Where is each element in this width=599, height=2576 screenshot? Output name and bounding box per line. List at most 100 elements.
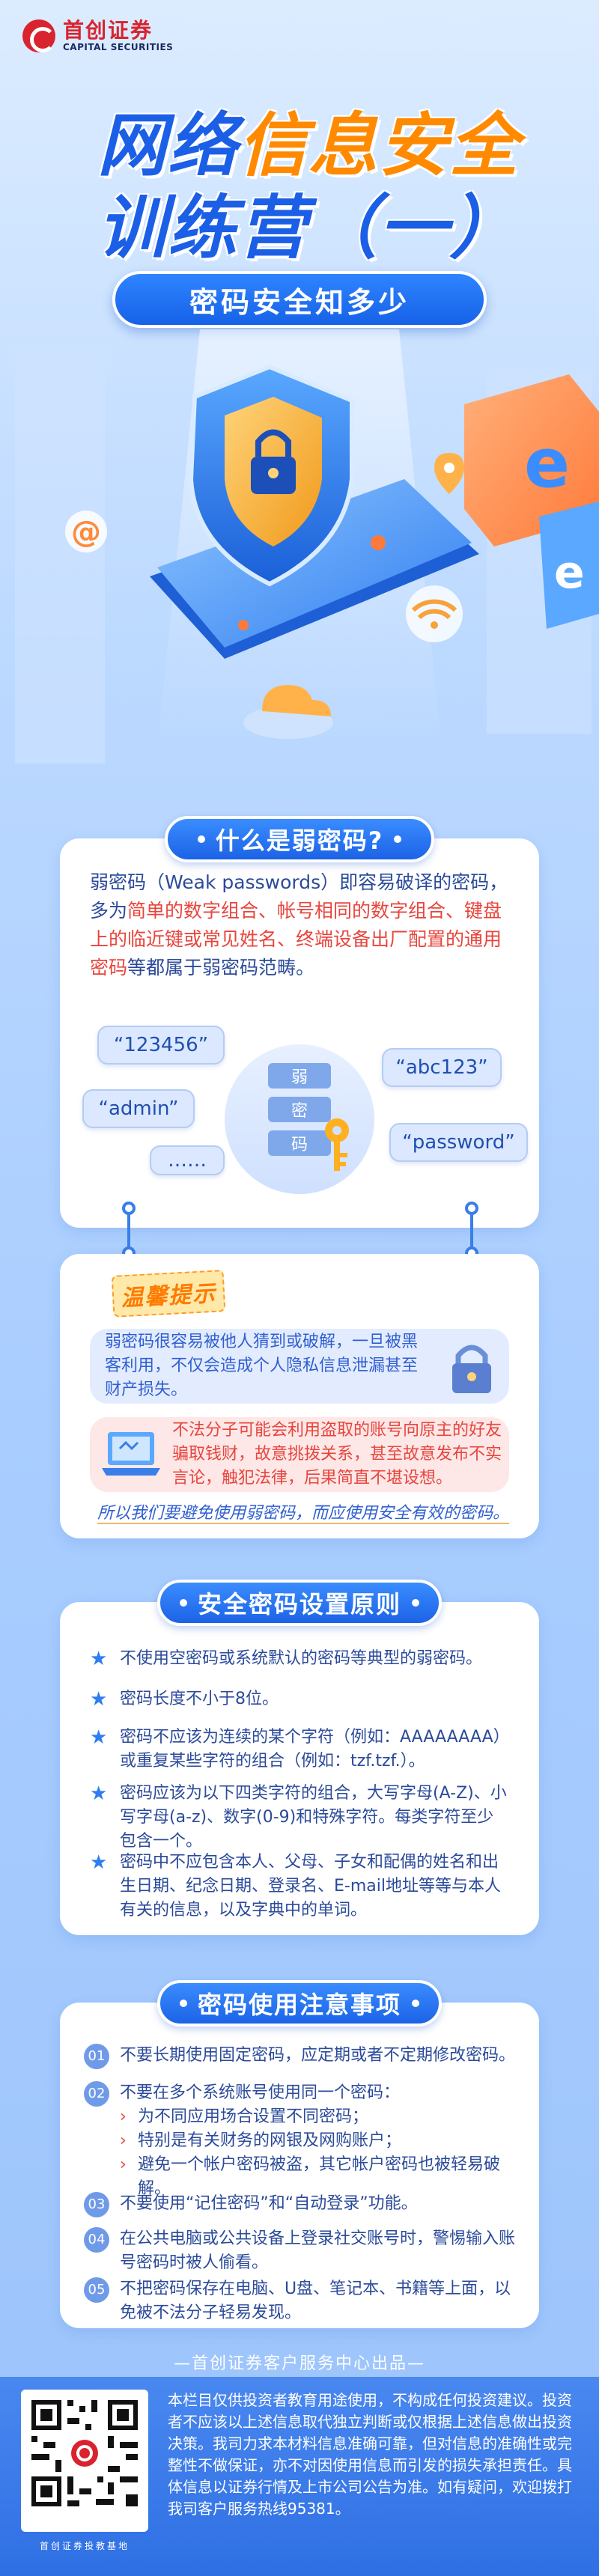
svg-text:e: e [554, 546, 585, 599]
weak-password-definition: 弱密码（Weak passwords）即容易破译的密码，多为简单的数字组合、帐号… [90, 868, 517, 982]
decor-ball [238, 620, 249, 630]
badge-label: 什么是弱密码? [215, 826, 384, 855]
title-network: 网络 [97, 106, 239, 186]
star-icon: ★ [90, 1688, 108, 1711]
tip-box-fraud: 不法分子可能会利用盗取的账号向原主的好友骗取钱财，故意挑拨关系，甚至故意发布不实… [90, 1417, 509, 1492]
tips-conclusion: 所以我们要避免使用弱密码，而应使用安全有效的密码。 [97, 1504, 510, 1523]
badge-label: 安全密码设置原则 [197, 1590, 401, 1619]
qr-code [21, 2390, 148, 2532]
tip-text: 不法分子可能会利用盗取的账号向原主的好友骗取钱财，故意挑拨关系，甚至故意发布不实… [172, 1421, 502, 1488]
principle-text: 密码中不应包含本人、父母、子女和配偶的姓名和出生日期、纪念日期、登录名、E-ma… [120, 1853, 501, 1919]
hero-illustration: e e @ [15, 344, 599, 764]
center-tag: 密 [268, 1097, 331, 1122]
card-connector [127, 1207, 130, 1252]
principle-item: ★ 密码不应该为连续的某个字符（例如：AAAAAAAA）或重复某些字符的组合（例如… [90, 1726, 509, 1773]
usage-note-item: 04 在公共电脑或公共设备上登录社交账号时，警惕输入账号密码时被人偷看。 [84, 2227, 518, 2275]
note-sub-item: › 避免一个帐户密码被盗，其它帐户密码也被轻易破解。 [120, 2153, 518, 2201]
note-text: 不要在多个系统账号使用同一个密码： [120, 2083, 401, 2102]
qr-code-label: 首创证券投教基地 [39, 2541, 130, 2551]
brand-name-en: CAPITAL SECURITIES [63, 42, 174, 52]
section-badge-weak-password: 什么是弱密码? [165, 816, 434, 862]
wifi-icon [406, 585, 463, 642]
usage-note-item: 02 不要在多个系统账号使用同一个密码： › 为不同应用场合设置不同密码； › 特别… [84, 2081, 518, 2201]
note-sub-text: 特别是有关财务的网银及网购账户； [138, 2131, 402, 2150]
usage-note-item: 03 不要使用“记住密码”和“自动登录”功能。 [84, 2192, 518, 2217]
star-icon: ★ [90, 1851, 108, 1874]
svg-text:e: e [524, 424, 570, 503]
svg-text:@: @ [71, 515, 101, 549]
badge-dot [179, 2000, 187, 2007]
section-badge-principles: 安全密码设置原则 [157, 1580, 442, 1626]
tip-text: 弱密码很容易被他人猜到或破解，一旦被黑客利用，不仅会造成个人隐私信息泄漏甚至财产… [105, 1333, 419, 1399]
page-title-line1: 网络信息安全 [97, 105, 562, 187]
cloud-icon [243, 685, 333, 739]
principle-item: ★ 密码应该为以下四类字符的组合，大写字母(A-Z)、小写字母(a-z)、数字(0… [90, 1782, 509, 1854]
brand-logo-icon [22, 19, 55, 52]
note-text: 不要使用“记住密码”和“自动登录”功能。 [120, 2194, 418, 2213]
note-sub-text: 避免一个帐户密码被盗，其它帐户密码也被轻易破解。 [138, 2155, 501, 2198]
usage-notes-card [60, 2003, 539, 2328]
note-number-badge: 04 [84, 2227, 109, 2253]
note-number-badge: 02 [84, 2081, 109, 2107]
definition-part: 弱密码（Weak passwords）即容易破译的密码，多为 [90, 871, 508, 922]
note-sub-text: 为不同应用场合设置不同密码； [138, 2107, 369, 2126]
definition-part: 等都属于弱密码范畴。 [127, 957, 315, 978]
badge-dot [197, 835, 205, 843]
badge-dot [412, 2000, 419, 2007]
phone-graphic [150, 479, 479, 659]
note-text: 不要长期使用固定密码，应定期或者不定期修改密码。 [120, 2046, 516, 2065]
note-sub-item: › 特别是有关财务的网银及网购账户； [120, 2129, 518, 2153]
note-text: 不把密码保存在电脑、U盘、笔记本、书籍等上面，以免被不法分子轻易发现。 [120, 2280, 511, 2322]
definition-highlight: 简单的数字组合、帐号相同的数字组合、键盘上的临近键或常见姓名、终端设备出厂配置的… [90, 900, 502, 978]
note-text: 在公共电脑或公共设备上登录社交账号时，警惕输入账号密码时被人偷看。 [120, 2229, 516, 2272]
laptop-icon [102, 1432, 160, 1476]
weak-password-example: “abc123” [382, 1048, 502, 1087]
arrow-right-icon: › [120, 2131, 127, 2150]
note-sub-item: › 为不同应用场合设置不同密码； [120, 2105, 518, 2129]
arrow-right-icon: › [120, 2107, 127, 2126]
principle-text: 密码长度不小于8位。 [120, 1690, 279, 1708]
principle-text: 密码应该为以下四类字符的组合，大写字母(A-Z)、小写字母(a-z)、数字(0-… [120, 1784, 507, 1851]
page-title-line2: 训练营（一） [97, 188, 520, 268]
section-badge-usage-notes: 密码使用注意事项 [157, 1980, 442, 2027]
star-icon: ★ [90, 1782, 108, 1805]
star-icon: ★ [90, 1648, 108, 1670]
footer-source: —首创证券客户服务中心出品— [173, 2354, 425, 2373]
tips-title: 温馨提示 [111, 1270, 226, 1318]
weak-password-example: “admin” [82, 1089, 195, 1128]
principles-card [60, 1602, 539, 1935]
badge-dot [412, 1599, 419, 1607]
card-connector [470, 1207, 473, 1252]
tip-box-privacy: 弱密码很容易被他人猜到或破解，一旦被黑客利用，不仅会造成个人隐私信息泄漏甚至财产… [90, 1329, 509, 1404]
shield-icon [188, 364, 354, 587]
at-sign-icon: @ [65, 511, 107, 552]
card-connector-pin [122, 1202, 136, 1215]
brand-logo: 首创证券 CAPITAL SECURITIES [22, 13, 247, 58]
note-number-badge: 03 [84, 2192, 109, 2217]
principle-text: 不使用空密码或系统默认的密码等典型的弱密码。 [120, 1649, 483, 1668]
note-number-badge: 05 [84, 2277, 109, 2303]
browser-e-icon: e e [464, 374, 599, 629]
badge-dot [179, 1599, 187, 1607]
arrow-right-icon: › [120, 2155, 127, 2174]
bg-building-left [15, 344, 105, 764]
disclaimer-text: 本栏目仅供投资者教育用途使用，不构成任何投资建议。投资者不应该以上述信息取代独立… [168, 2391, 572, 2518]
usage-note-item: 05 不把密码保存在电脑、U盘、笔记本、书籍等上面，以免被不法分子轻易发现。 [84, 2277, 518, 2325]
decor-ball [371, 535, 386, 550]
brand-name-cn: 首创证券 [63, 18, 153, 43]
weak-password-example: “123456” [97, 1026, 225, 1065]
location-pin-icon [434, 453, 464, 494]
principle-text: 密码不应该为连续的某个字符（例如：AAAAAAAA）或重复某些字符的组合（例如：… [120, 1728, 502, 1770]
weak-password-example: …… [150, 1145, 225, 1175]
badge-dot [394, 835, 402, 843]
subtitle-pill: 密码安全知多少 [112, 271, 487, 328]
principle-item: ★ 密码长度不小于8位。 [90, 1687, 509, 1711]
qr-code-icon [28, 2397, 141, 2509]
principle-item: ★ 密码中不应包含本人、父母、子女和配偶的姓名和出生日期、纪念日期、登录名、E-m… [90, 1851, 509, 1922]
badge-label: 密码使用注意事项 [197, 1991, 401, 2019]
star-icon: ★ [90, 1726, 108, 1749]
key-icon [325, 1118, 349, 1171]
lock-icon [452, 1345, 491, 1393]
center-tag: 弱 [268, 1063, 331, 1088]
